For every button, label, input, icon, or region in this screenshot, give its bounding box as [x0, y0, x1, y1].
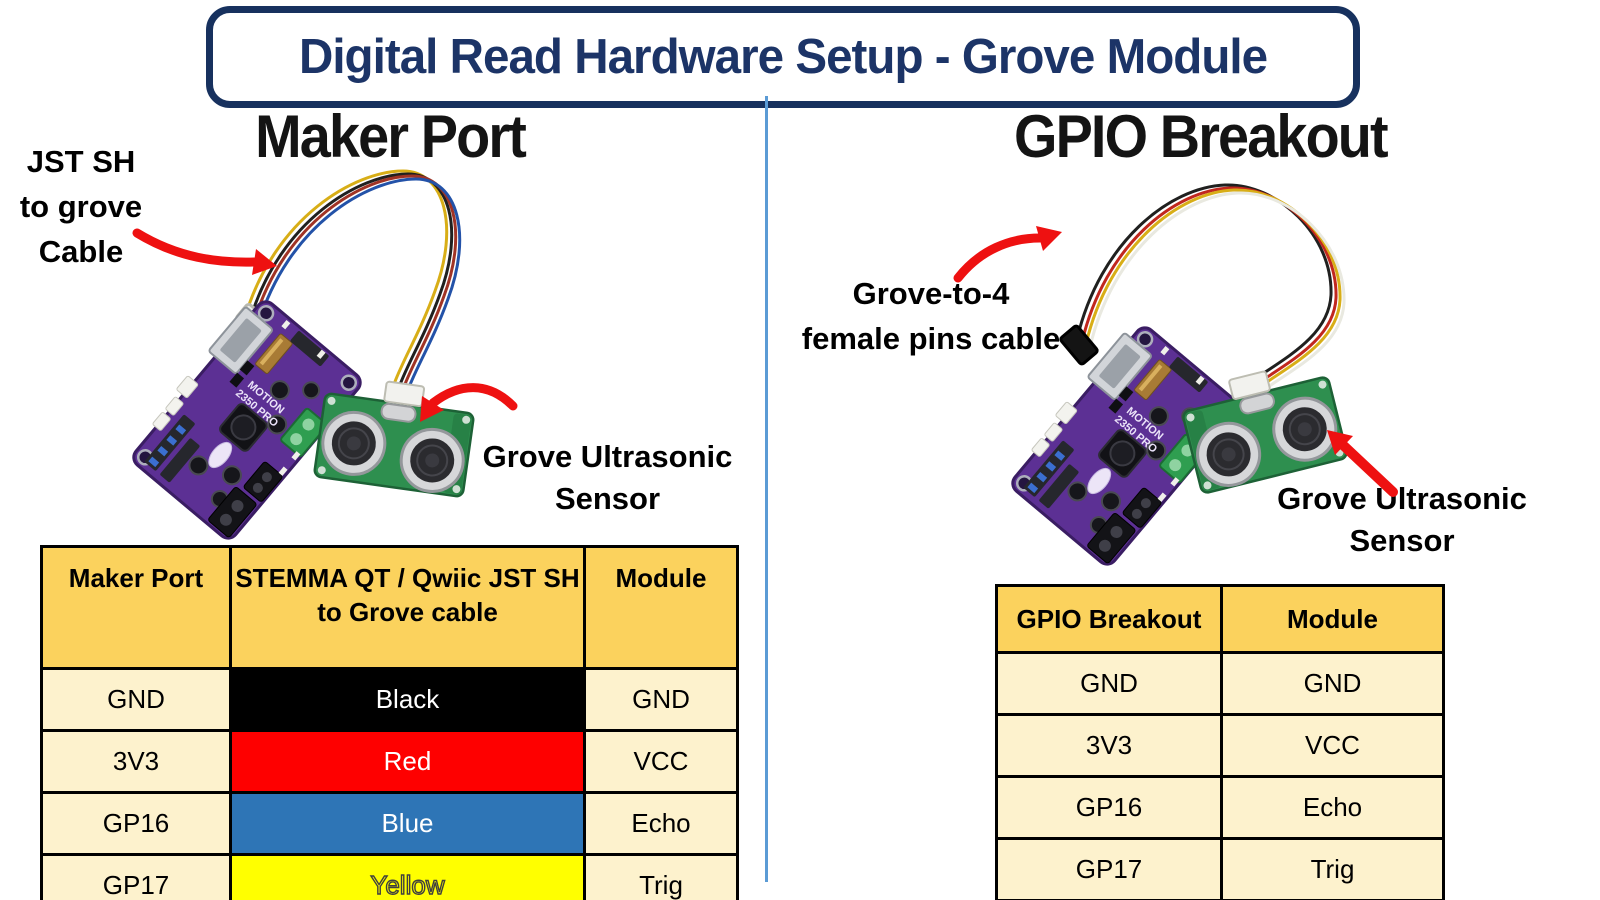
title-box: Digital Read Hardware Setup - Grove Modu… — [206, 6, 1360, 108]
module-cell: Trig — [1220, 837, 1445, 900]
sensor-arrow-icon — [420, 383, 518, 422]
table-row: GP16 Blue Echo — [40, 791, 739, 856]
gpio-breakout-wiring-table: GPIO Breakout Module GND GND 3V3 VCC GP1… — [995, 584, 1445, 900]
gpio-breakout-heading: GPIO Breakout — [1013, 103, 1389, 170]
grove-sensor-label-left: Grove Ultrasonic Sensor — [482, 439, 733, 516]
table-row: GND Black GND — [40, 667, 739, 732]
header-cable: STEMMA QT / Qwiic JST SH to Grove cable — [229, 545, 586, 670]
module-cell: Echo — [1220, 775, 1445, 840]
module-cell: GND — [1220, 651, 1445, 716]
grove-to-4-cable — [1059, 183, 1346, 389]
module-cell: VCC — [1220, 713, 1445, 778]
port-cell: GP16 — [995, 775, 1223, 840]
section-divider — [765, 96, 768, 882]
port-cell: GP17 — [40, 853, 232, 900]
module-cell: VCC — [583, 729, 739, 794]
table-row: GND GND — [995, 651, 1445, 716]
header-gpio-breakout: GPIO Breakout — [995, 584, 1223, 654]
port-cell: GND — [995, 651, 1223, 716]
jst-grove-cable — [235, 169, 462, 397]
grove-sensor-label-right: Grove Ultrasonic Sensor — [1277, 481, 1527, 558]
maker-port-photo: MOTION 2350 PRO — [130, 169, 518, 544]
header-module: Module — [583, 545, 739, 670]
wire-color-cell: Blue — [229, 791, 586, 856]
table-row: GP17 Yellow Trig — [40, 853, 739, 900]
table-row: 3V3 VCC — [995, 713, 1445, 778]
port-cell: GND — [40, 667, 232, 732]
maker-port-heading: Maker Port — [255, 103, 527, 170]
module-cell: GND — [583, 667, 739, 732]
table-row: 3V3 Red VCC — [40, 729, 739, 794]
wire-color-cell: Black — [229, 667, 586, 732]
port-cell: GP16 — [40, 791, 232, 856]
table-row: GP16 Echo — [995, 775, 1445, 840]
port-cell: GP17 — [995, 837, 1223, 900]
page-title: Digital Read Hardware Setup - Grove Modu… — [298, 30, 1268, 84]
table-header-row: Maker Port STEMMA QT / Qwiic JST SH to G… — [40, 545, 739, 670]
maker-port-wiring-table: Maker Port STEMMA QT / Qwiic JST SH to G… — [40, 545, 739, 900]
wire-color-cell: Yellow — [229, 853, 586, 900]
wire-color-cell: Red — [229, 729, 586, 794]
sensor-arrow-icon — [1327, 430, 1398, 497]
port-cell: 3V3 — [40, 729, 232, 794]
jst-cable-label: JST SH to grove Cable — [19, 144, 143, 269]
module-cell: Trig — [583, 853, 739, 900]
header-maker-port: Maker Port — [40, 545, 232, 670]
gpio-breakout-photo — [953, 183, 1398, 570]
module-cell: Echo — [583, 791, 739, 856]
grove-to-4-cable-label: Grove-to-4 female pins cable — [801, 276, 1061, 356]
header-module: Module — [1220, 584, 1445, 654]
table-row: GP17 Trig — [995, 837, 1445, 900]
table-header-row: GPIO Breakout Module — [995, 584, 1445, 654]
port-cell: 3V3 — [995, 713, 1223, 778]
cable-arrow-icon — [953, 226, 1062, 283]
cable-arrow-icon — [132, 228, 277, 275]
